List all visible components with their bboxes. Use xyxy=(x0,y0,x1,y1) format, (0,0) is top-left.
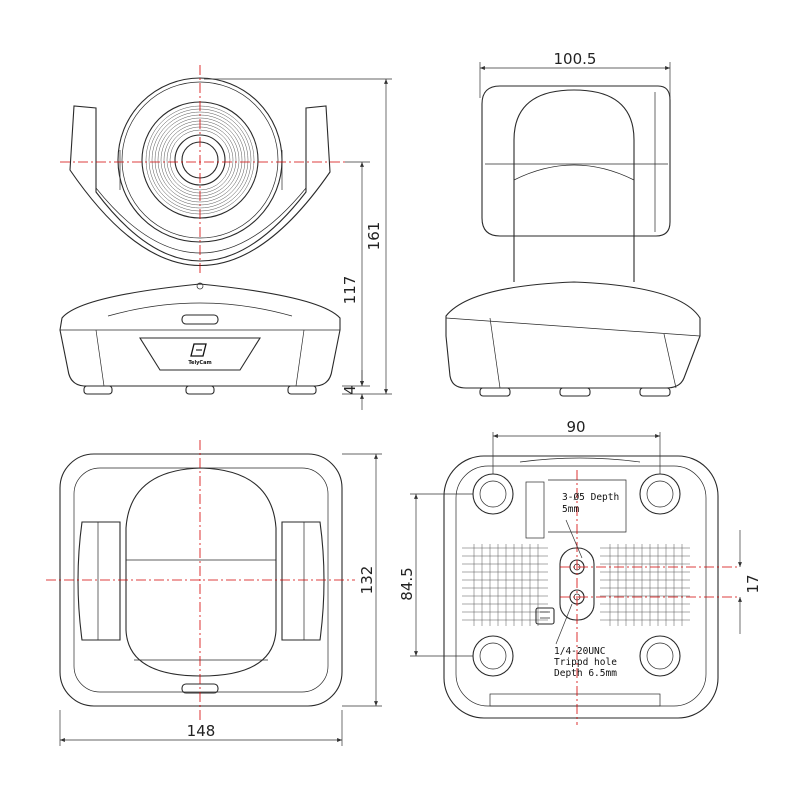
side-base xyxy=(445,281,701,389)
top-camera-head xyxy=(125,467,277,677)
brand-logo-icon xyxy=(190,343,207,357)
side-yoke xyxy=(513,89,635,282)
side-view: 100.5 xyxy=(445,50,701,397)
top-view: 148 132 xyxy=(46,440,382,746)
note-holes-line2: 5mm xyxy=(562,504,579,515)
dim-hole-spacing-y: 84.5 xyxy=(398,567,416,600)
vent-slots xyxy=(462,544,690,626)
note-holes-line1: 3-Ø5 Depth xyxy=(562,492,619,503)
note-tripod-line3: Depth 6.5mm xyxy=(554,668,617,679)
side-camera-head xyxy=(481,85,671,237)
front-logo-plate xyxy=(139,337,261,371)
dim-hole-spacing-x: 90 xyxy=(566,418,585,436)
port-icon xyxy=(535,607,555,625)
dim-top-depth: 132 xyxy=(358,566,376,595)
bottom-base-outline xyxy=(443,455,719,719)
bottom-view: 90 84.5 17 3-Ø5 Depth 5mm 1/4-20UNC Trip… xyxy=(398,418,762,725)
dim-side-depth: 100.5 xyxy=(554,50,597,68)
dim-height-total: 161 xyxy=(365,222,383,251)
dim-foot: 4 xyxy=(341,385,359,395)
dim-height-center: 117 xyxy=(341,276,359,305)
note-tripod-line1: 1/4-20UNC xyxy=(554,646,605,657)
dim-mount-offset: 17 xyxy=(744,574,762,593)
front-yoke xyxy=(69,105,331,267)
front-base xyxy=(59,283,341,387)
note-tripod-line2: Trippd hole xyxy=(554,657,617,668)
front-view: TelyCam 161 117 4 xyxy=(59,65,392,410)
dim-top-width: 148 xyxy=(187,722,216,740)
brand-label: TelyCam xyxy=(188,360,211,366)
